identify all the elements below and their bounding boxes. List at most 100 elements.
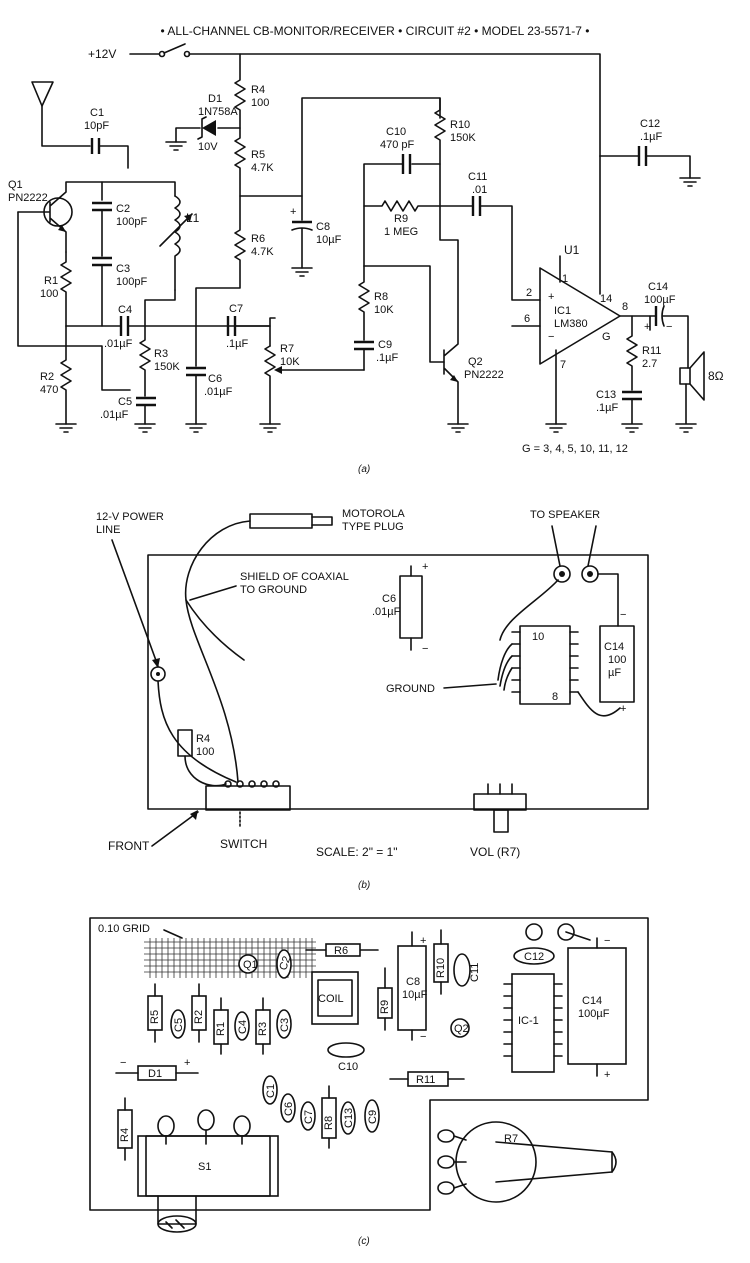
svg-text:C13: C13: [596, 389, 616, 401]
svg-text:R7: R7: [504, 1133, 518, 1145]
svg-text:100: 100: [196, 746, 214, 758]
svg-text:R11: R11: [416, 1074, 435, 1086]
svg-text:SWITCH: SWITCH: [220, 837, 267, 851]
svg-text:−: −: [422, 643, 428, 655]
switch-block: [205, 785, 291, 811]
svg-text:C10: C10: [386, 126, 406, 138]
svg-text:R6: R6: [251, 233, 265, 245]
svg-text:C4: C4: [237, 1020, 249, 1034]
svg-text:.1µF: .1µF: [376, 352, 399, 364]
svg-text:R6: R6: [334, 945, 348, 957]
svg-text:µF: µF: [608, 667, 621, 679]
caption-a: (a): [358, 464, 370, 475]
svg-text:+: +: [420, 935, 426, 947]
svg-text:R10: R10: [450, 119, 470, 131]
svg-text:.01: .01: [472, 184, 487, 196]
svg-text:8: 8: [622, 301, 628, 313]
svg-text:C4: C4: [118, 304, 132, 316]
svg-text:PN2222: PN2222: [464, 369, 504, 381]
svg-text:4.7K: 4.7K: [251, 246, 274, 258]
svg-text:C11: C11: [469, 963, 481, 982]
svg-text:R2: R2: [193, 1010, 205, 1024]
svg-text:C2: C2: [116, 203, 130, 215]
svg-text:6: 6: [524, 313, 530, 325]
svg-text:SHIELD OF COAXIAL: SHIELD OF COAXIAL: [240, 571, 349, 583]
svg-text:C7: C7: [303, 1110, 315, 1124]
svg-text:−: −: [420, 1031, 426, 1043]
svg-text:+: +: [290, 206, 296, 218]
ic-package: [519, 625, 571, 705]
svg-text:10pF: 10pF: [84, 120, 109, 132]
svg-text:R4: R4: [119, 1128, 131, 1142]
d1-zener: [165, 116, 241, 151]
svg-text:R8: R8: [374, 291, 388, 303]
volume-control: [473, 793, 527, 811]
svg-text:−: −: [120, 1057, 126, 1069]
c14-part: [599, 625, 635, 703]
svg-text:TO GROUND: TO GROUND: [240, 584, 307, 596]
svg-text:C6: C6: [283, 1102, 295, 1116]
svg-text:C5: C5: [173, 1018, 185, 1032]
svg-text:GROUND: GROUND: [386, 683, 435, 695]
svg-text:COIL: COIL: [318, 993, 344, 1005]
svg-text:0.10 GRID: 0.10 GRID: [98, 923, 150, 935]
ground-pins-note: G = 3, 4, 5, 10, 11, 12: [522, 443, 628, 455]
svg-text:R3: R3: [257, 1022, 269, 1036]
svg-text:10µF: 10µF: [316, 234, 342, 246]
c1-capacitor: [90, 138, 129, 169]
svg-text:C8: C8: [316, 221, 330, 233]
svg-text:R9: R9: [394, 213, 408, 225]
svg-text:100pF: 100pF: [116, 216, 147, 228]
svg-text:C1: C1: [90, 107, 104, 119]
svg-text:PN2222: PN2222: [8, 192, 48, 204]
svg-text:10V: 10V: [198, 141, 218, 153]
svg-text:+: +: [548, 291, 554, 303]
svg-text:L1: L1: [186, 211, 200, 225]
svg-text:C14: C14: [582, 995, 602, 1007]
svg-text:R9: R9: [379, 1000, 391, 1014]
supply-label: +12V: [88, 47, 116, 61]
svg-text:IC1: IC1: [554, 305, 571, 317]
svg-text:+: +: [644, 321, 650, 333]
svg-text:C1: C1: [265, 1084, 277, 1098]
svg-text:U1: U1: [564, 243, 580, 257]
svg-text:TYPE PLUG: TYPE PLUG: [342, 521, 404, 533]
svg-text:FRONT: FRONT: [108, 839, 150, 853]
layout-c: 0.10 GRID Q1 C2 R6 COIL R9 + − C8 10µF R…: [89, 917, 649, 1247]
c6-part: [399, 575, 423, 639]
svg-text:R5: R5: [149, 1010, 161, 1024]
svg-text:10K: 10K: [374, 304, 394, 316]
svg-text:100pF: 100pF: [116, 276, 147, 288]
svg-text:TO SPEAKER: TO SPEAKER: [530, 509, 600, 521]
svg-text:.1µF: .1µF: [640, 131, 663, 143]
svg-text:C14: C14: [604, 641, 624, 653]
svg-text:+: +: [184, 1057, 190, 1069]
svg-text:LINE: LINE: [96, 524, 120, 536]
svg-text:R3: R3: [154, 348, 168, 360]
svg-text:1N758A: 1N758A: [198, 106, 238, 118]
diagram-title: • ALL-CHANNEL CB-MONITOR/RECEIVER • CIRC…: [161, 24, 590, 38]
svg-text:10: 10: [532, 631, 544, 643]
svg-text:1 MEG: 1 MEG: [384, 226, 418, 238]
svg-text:G: G: [602, 331, 611, 343]
ic1-amplifier: [511, 155, 651, 425]
svg-text:R11: R11: [642, 345, 661, 357]
svg-text:C10: C10: [338, 1061, 358, 1073]
caption-c: (c): [358, 1236, 370, 1247]
svg-text:1: 1: [562, 273, 568, 285]
svg-text:D1: D1: [148, 1068, 162, 1080]
svg-text:C2: C2: [277, 955, 293, 972]
q1-transistor: [17, 181, 103, 253]
chassis-outline: [147, 554, 649, 810]
svg-text:C9: C9: [378, 339, 392, 351]
svg-text:R8: R8: [323, 1116, 335, 1130]
svg-text:C6: C6: [382, 593, 396, 605]
svg-text:100: 100: [251, 97, 269, 109]
svg-text:C3: C3: [279, 1018, 291, 1032]
svg-text:10K: 10K: [280, 356, 300, 368]
svg-text:100: 100: [608, 654, 626, 666]
svg-text:.01µF: .01µF: [204, 386, 233, 398]
schematic-a: +12V C1 10pF Q1 PN2222 C2 100pF L1 C3 10…: [8, 43, 724, 475]
svg-text:Q2: Q2: [454, 1023, 469, 1035]
